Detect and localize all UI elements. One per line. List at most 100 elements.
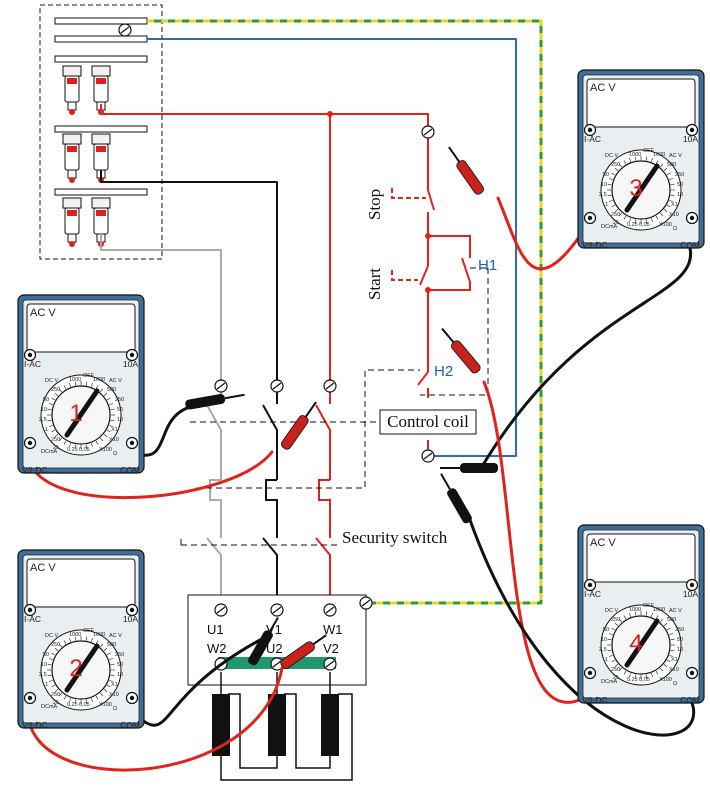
lead-2-red (26, 666, 284, 772)
meter-text: X100 (659, 222, 672, 228)
meter-text: AC V (109, 633, 122, 639)
meter-text: 1 (605, 657, 608, 663)
meter-text: 0,25 (627, 222, 638, 228)
meter-text: 0,25 (627, 677, 638, 683)
meter-text: X100 (659, 677, 672, 683)
meter-text: 250 (611, 667, 620, 673)
meter-text: 50 (117, 407, 123, 413)
lead-3-black (478, 246, 693, 472)
meter-text: 0,25 (67, 447, 78, 453)
meter-text: X1 (671, 202, 678, 208)
meter-text: 1000 (629, 152, 641, 158)
meter-text: 0,05 (639, 222, 650, 228)
meter-text: 10 (601, 637, 607, 643)
meter-text: OFF (83, 628, 95, 634)
h1-label: H1 (478, 257, 497, 274)
supply-screw (118, 23, 132, 37)
meter-text: 250 (611, 617, 620, 623)
neutral-wire (147, 38, 517, 457)
meter-text: 10A (123, 359, 138, 369)
meter-text: 2,5 (39, 672, 47, 678)
meter-text: 10 (117, 417, 123, 423)
control-joints (327, 111, 431, 293)
meter-text: 10 (117, 672, 123, 678)
probe-1-black (185, 393, 245, 410)
meter-text: DCmA (601, 224, 618, 230)
meter-text: 50 (117, 662, 123, 668)
meter-text: 25 (53, 700, 59, 706)
meter-text: COM (680, 240, 700, 250)
meter-text: AC V (669, 153, 682, 159)
phase-wire-red (100, 104, 429, 128)
meter-text: 1 (45, 427, 48, 433)
meter-display (586, 78, 696, 128)
meter-text: 0,25 (67, 702, 78, 708)
motor-terminal-box: U1 V1 W1 W2 U2 V2 (187, 594, 373, 686)
meter-text: 25 (53, 445, 59, 451)
contactor-screws (214, 379, 337, 393)
contactor-contacts (206, 392, 331, 604)
probe-3-black (440, 463, 498, 473)
terminal-v2: V2 (323, 641, 339, 656)
dial-pointer (624, 163, 660, 213)
meter-text: X10 (109, 437, 119, 443)
meter-text: 50 (43, 652, 49, 658)
meter-text: X1 (671, 657, 678, 663)
meter-text: 10 (41, 407, 47, 413)
terminal-w2: W2 (207, 641, 227, 656)
probe-2-black (248, 616, 279, 666)
meter-text: DC V (45, 378, 58, 384)
meter-text: 10 (41, 662, 47, 668)
meter-text: X100 (99, 702, 112, 708)
control-coil: Control coil (379, 409, 477, 435)
meter-text: 250 (611, 162, 620, 168)
meter-text: 1 (45, 682, 48, 688)
lead-2-black (130, 638, 262, 727)
dial-pointer (64, 388, 100, 438)
wires (100, 19, 543, 605)
meter-text: I-AC (584, 134, 601, 144)
meter-text: OFF (83, 373, 95, 379)
meter-text: COM (120, 465, 140, 475)
meter-text: 3 (629, 175, 642, 202)
security-switch-label: Security switch (342, 528, 448, 547)
meter-text: 50 (43, 397, 49, 403)
meter-text: 10A (683, 589, 698, 599)
meter-text: 1 (69, 400, 82, 427)
lead-4-black (468, 518, 696, 737)
meter-text: 50 (603, 627, 609, 633)
meter-text: COM (680, 695, 700, 705)
motor-windings (212, 672, 353, 781)
meter-text: X100 (99, 447, 112, 453)
meter-text: 25 (613, 220, 619, 226)
meter-text: 50 (677, 637, 683, 643)
supply-box (39, 4, 163, 260)
meter-text: 0,05 (79, 702, 90, 708)
meter-text: 500 (107, 642, 116, 648)
meter-text: 10 (601, 182, 607, 188)
probe-4-red (441, 327, 481, 374)
meter-text: 500 (667, 162, 676, 168)
meter-text: AC V (30, 562, 56, 574)
dial-pointer (624, 618, 660, 668)
fuse (62, 65, 111, 248)
meter-display (586, 533, 696, 583)
meter-text: 2,5 (39, 417, 47, 423)
meter-text: X10 (669, 667, 679, 673)
phase-wire-black (100, 170, 278, 380)
meter-text: OFF (643, 603, 655, 609)
control-circuit (391, 138, 471, 450)
meter-text: AC V (590, 537, 616, 549)
meter-text: 250 (51, 387, 60, 393)
meter-text: DC V (45, 633, 58, 639)
meter-text: X10 (109, 692, 119, 698)
meter-display (26, 303, 136, 353)
meter-text: 1000 (653, 152, 665, 158)
meter-text: 250 (675, 172, 684, 178)
start-label: Start (365, 268, 384, 300)
meter-text: 0,05 (79, 447, 90, 453)
meter-text: 500 (107, 387, 116, 393)
dial-pointer (64, 643, 100, 693)
meter-text: AC V (590, 82, 616, 94)
